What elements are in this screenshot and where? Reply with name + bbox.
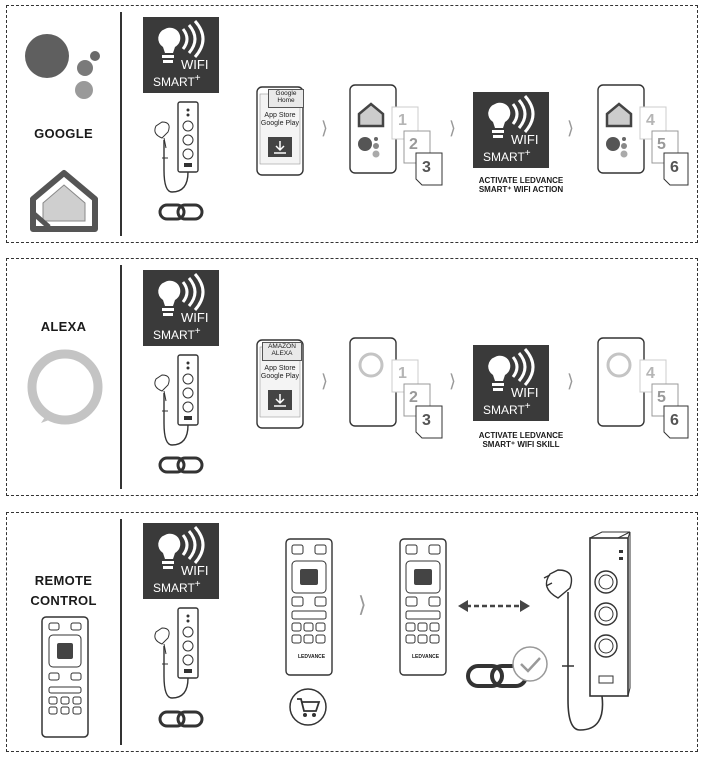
- smart-wifi-badge: WIFI SMART+: [143, 270, 219, 346]
- bidirectional-arrow-icon: [458, 600, 530, 612]
- remote-brand-label: LEDVANCE: [298, 654, 326, 660]
- brand-remote-line1: REMOTE: [34, 573, 93, 588]
- remote-control-large: [285, 538, 333, 676]
- arrow-right-icon: ⟩: [567, 118, 575, 138]
- brand-alexa: ALEXA: [40, 319, 87, 334]
- badge-wifi-text: WIFI: [181, 57, 209, 72]
- step-cards: [639, 106, 689, 186]
- panel-divider: [120, 12, 122, 236]
- alexa-skill-caption-2: SMART⁺ WIFI SKILL: [482, 440, 560, 449]
- amazon-alexa-app-label: AMAZON ALEXA: [262, 342, 302, 361]
- arrow-right-icon: ⟩: [567, 371, 575, 391]
- link-icon: [158, 203, 204, 221]
- badge-smart-text: SMART+: [153, 326, 201, 342]
- alexa-ring-icon: [27, 349, 103, 425]
- remote-control-large: [399, 538, 447, 676]
- arrow-right-icon: ⟩: [358, 592, 367, 617]
- panel-divider: [120, 265, 122, 489]
- brand-google: GOOGLE: [34, 126, 93, 141]
- panel-divider: [120, 519, 122, 745]
- google-home-app-label: Google Home: [268, 89, 304, 108]
- smart-wifi-badge: WIFI SMART+: [143, 523, 219, 599]
- power-strip-large: [543, 531, 631, 731]
- alexa-skill-caption-1: ACTIVATE LEDVANCE: [478, 431, 564, 440]
- link-icon: [158, 710, 204, 728]
- smart-wifi-badge: WIFI SMART+: [473, 92, 549, 168]
- step-5: 5: [657, 136, 666, 153]
- step-4: 4: [646, 365, 655, 382]
- step-3: 3: [422, 412, 431, 429]
- phone-google-home: [349, 84, 397, 174]
- step-cards: [391, 106, 443, 186]
- store-label: App Store Google Play: [260, 365, 300, 380]
- remote-control-icon: [41, 616, 89, 738]
- badge-wifi-text: WIFI: [511, 132, 539, 147]
- store-label: App Store Google Play: [260, 112, 300, 127]
- step-cards: [639, 359, 689, 439]
- google-action-caption-2: SMART⁺ WIFI ACTION: [478, 185, 564, 194]
- badge-wifi-text: WIFI: [181, 563, 209, 578]
- step-3: 3: [422, 159, 431, 176]
- phone-google-home: [597, 84, 645, 174]
- remote-panel: REMOTE CONTROL: [6, 512, 698, 752]
- google-action-caption-1: ACTIVATE LEDVANCE: [478, 176, 564, 185]
- badge-wifi-text: WIFI: [181, 310, 209, 325]
- badge-smart-text: SMART+: [153, 579, 201, 595]
- step-4: 4: [646, 112, 655, 129]
- brand-remote-line2: CONTROL: [30, 593, 97, 608]
- step-cards: [391, 359, 443, 439]
- link-confirmed-icon: [466, 646, 548, 688]
- step-6: 6: [670, 412, 679, 429]
- alexa-panel: ALEXA: [6, 258, 698, 496]
- step-5: 5: [657, 389, 666, 406]
- arrow-right-icon: ⟩: [321, 118, 329, 138]
- google-assistant-icon: [25, 34, 100, 99]
- smart-wifi-badge: WIFI SMART+: [473, 345, 549, 421]
- link-icon: [158, 456, 204, 474]
- phone-alexa: [349, 337, 397, 427]
- badge-smart-text: SMART+: [483, 148, 531, 164]
- arrow-right-icon: ⟩: [321, 371, 329, 391]
- badge-wifi-text: WIFI: [511, 385, 539, 400]
- google-panel: GOOGLE: [6, 5, 698, 243]
- power-strip-icon: [154, 607, 199, 699]
- remote-brand-label: LEDVANCE: [412, 654, 440, 660]
- step-6: 6: [670, 159, 679, 176]
- shopping-cart-icon: [289, 688, 327, 726]
- arrow-right-icon: ⟩: [449, 371, 457, 391]
- step-1: 1: [398, 112, 407, 129]
- badge-smart-text: SMART+: [483, 401, 531, 417]
- arrow-right-icon: ⟩: [449, 118, 457, 138]
- smart-wifi-badge: WIFI SMART+: [143, 17, 219, 93]
- power-strip-icon: [154, 354, 199, 446]
- step-2: 2: [409, 389, 418, 406]
- badge-smart-text: SMART+: [153, 73, 201, 89]
- step-1: 1: [398, 365, 407, 382]
- power-strip-icon: [154, 101, 199, 193]
- step-2: 2: [409, 136, 418, 153]
- google-home-icon: [30, 170, 98, 232]
